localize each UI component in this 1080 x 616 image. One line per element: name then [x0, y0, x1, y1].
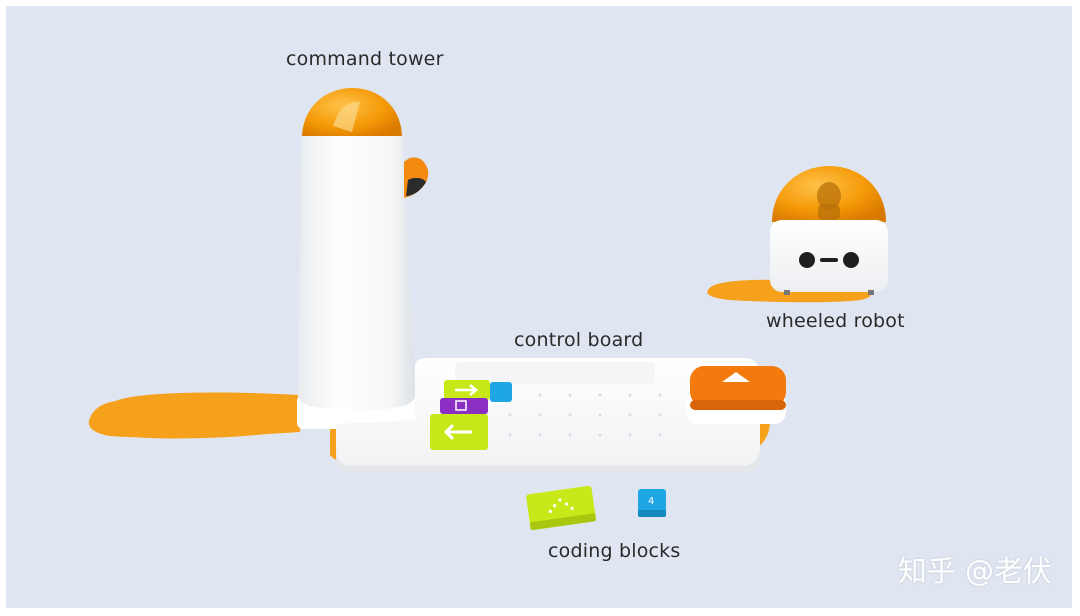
robot-mouth: [820, 258, 838, 262]
command-tower: [298, 88, 429, 410]
orange-floor-drip: [88, 398, 300, 438]
play-button: [686, 366, 786, 424]
svg-text:4: 4: [648, 496, 654, 507]
board-coding-blocks: [430, 380, 512, 450]
play-triangle-icon: [722, 372, 750, 382]
loose-coding-blocks: 4: [526, 485, 666, 531]
watermark: 知乎 @老伏: [897, 554, 1052, 588]
wheeled-robot-label: wheeled robot: [766, 310, 905, 332]
control-board: [336, 358, 786, 472]
command-tower-label: command tower: [286, 48, 444, 70]
wheeled-robot: [770, 166, 888, 295]
control-board-label: control board: [514, 329, 644, 351]
coding-blocks-label: coding blocks: [548, 540, 681, 562]
robot-right-eye: [843, 252, 859, 268]
robot-left-eye: [799, 252, 815, 268]
